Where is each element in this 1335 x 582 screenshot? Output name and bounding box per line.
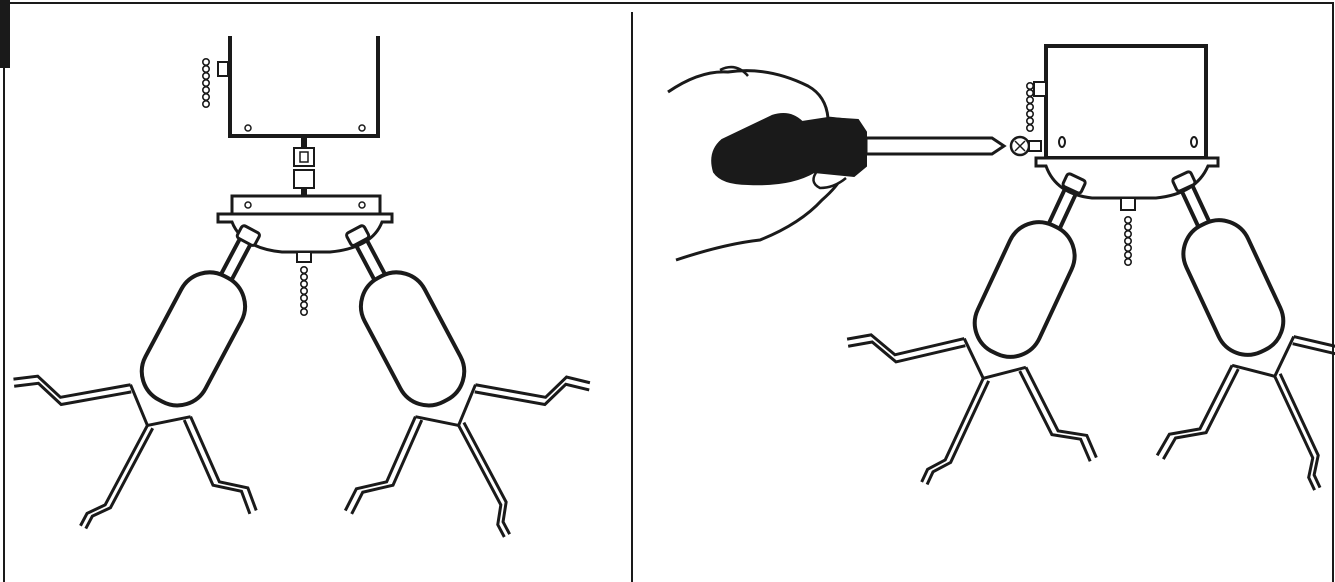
pull-chain — [203, 59, 209, 107]
pull-chain-right — [1027, 83, 1033, 131]
